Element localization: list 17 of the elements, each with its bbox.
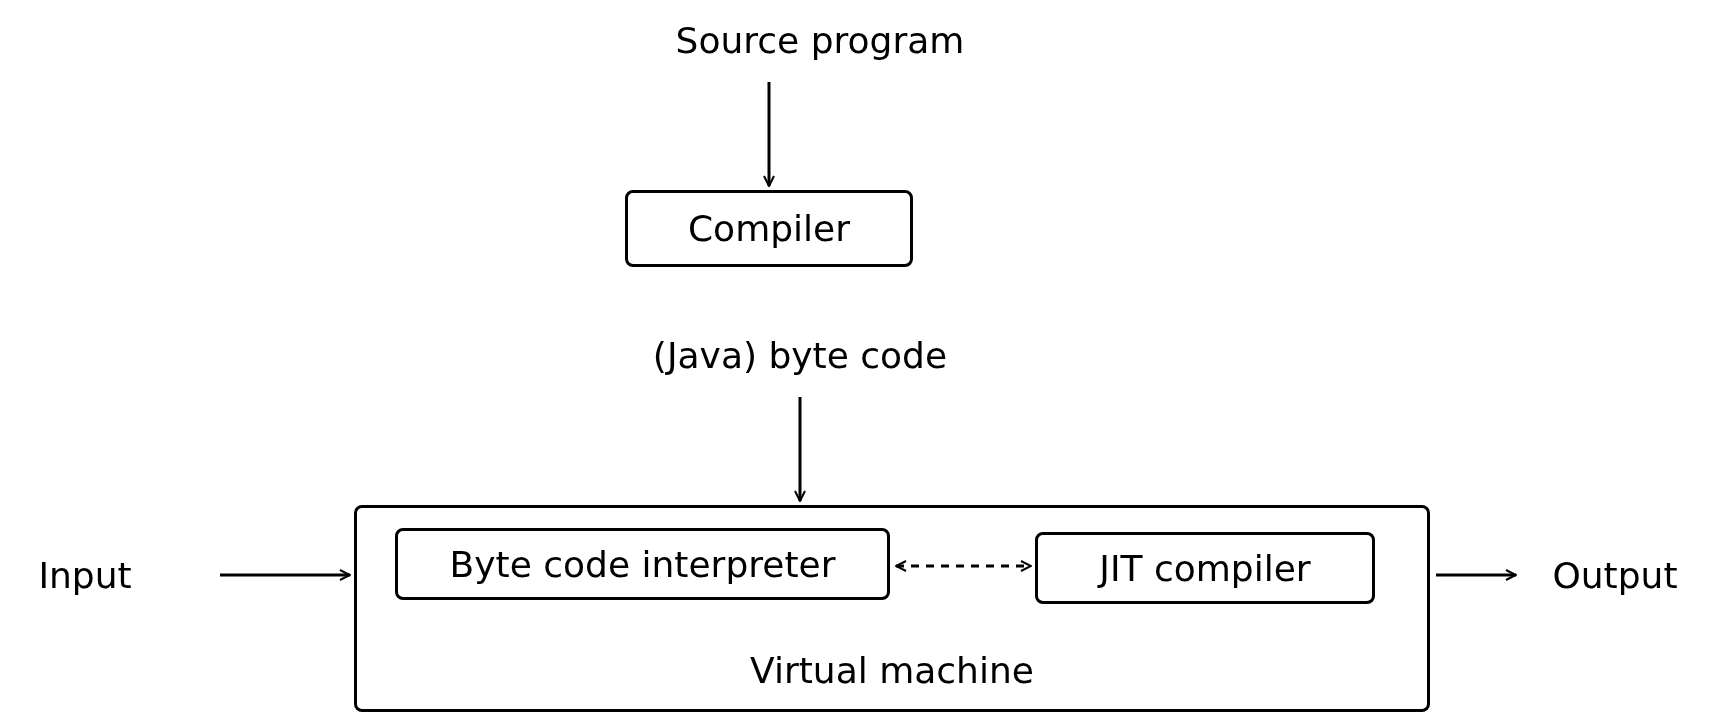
arrow [895,560,1032,572]
box-label: Virtual machine [750,650,1034,691]
arrow [220,569,351,581]
box-label: Compiler [687,208,850,249]
process-box [1035,532,1375,604]
text-label: Output [1520,545,1710,605]
arrow [1436,569,1517,581]
text-label: Input [10,545,160,605]
box-label: Byte code interpreter [449,543,836,585]
text-label: Source program [590,10,1050,70]
text-label: (Java) byte code [555,325,1045,385]
box-label: JIT compiler [1099,547,1311,589]
process-box [395,528,890,600]
process-box [625,190,913,267]
arrow [763,82,775,187]
arrow [794,397,806,502]
container-box [354,505,1430,712]
